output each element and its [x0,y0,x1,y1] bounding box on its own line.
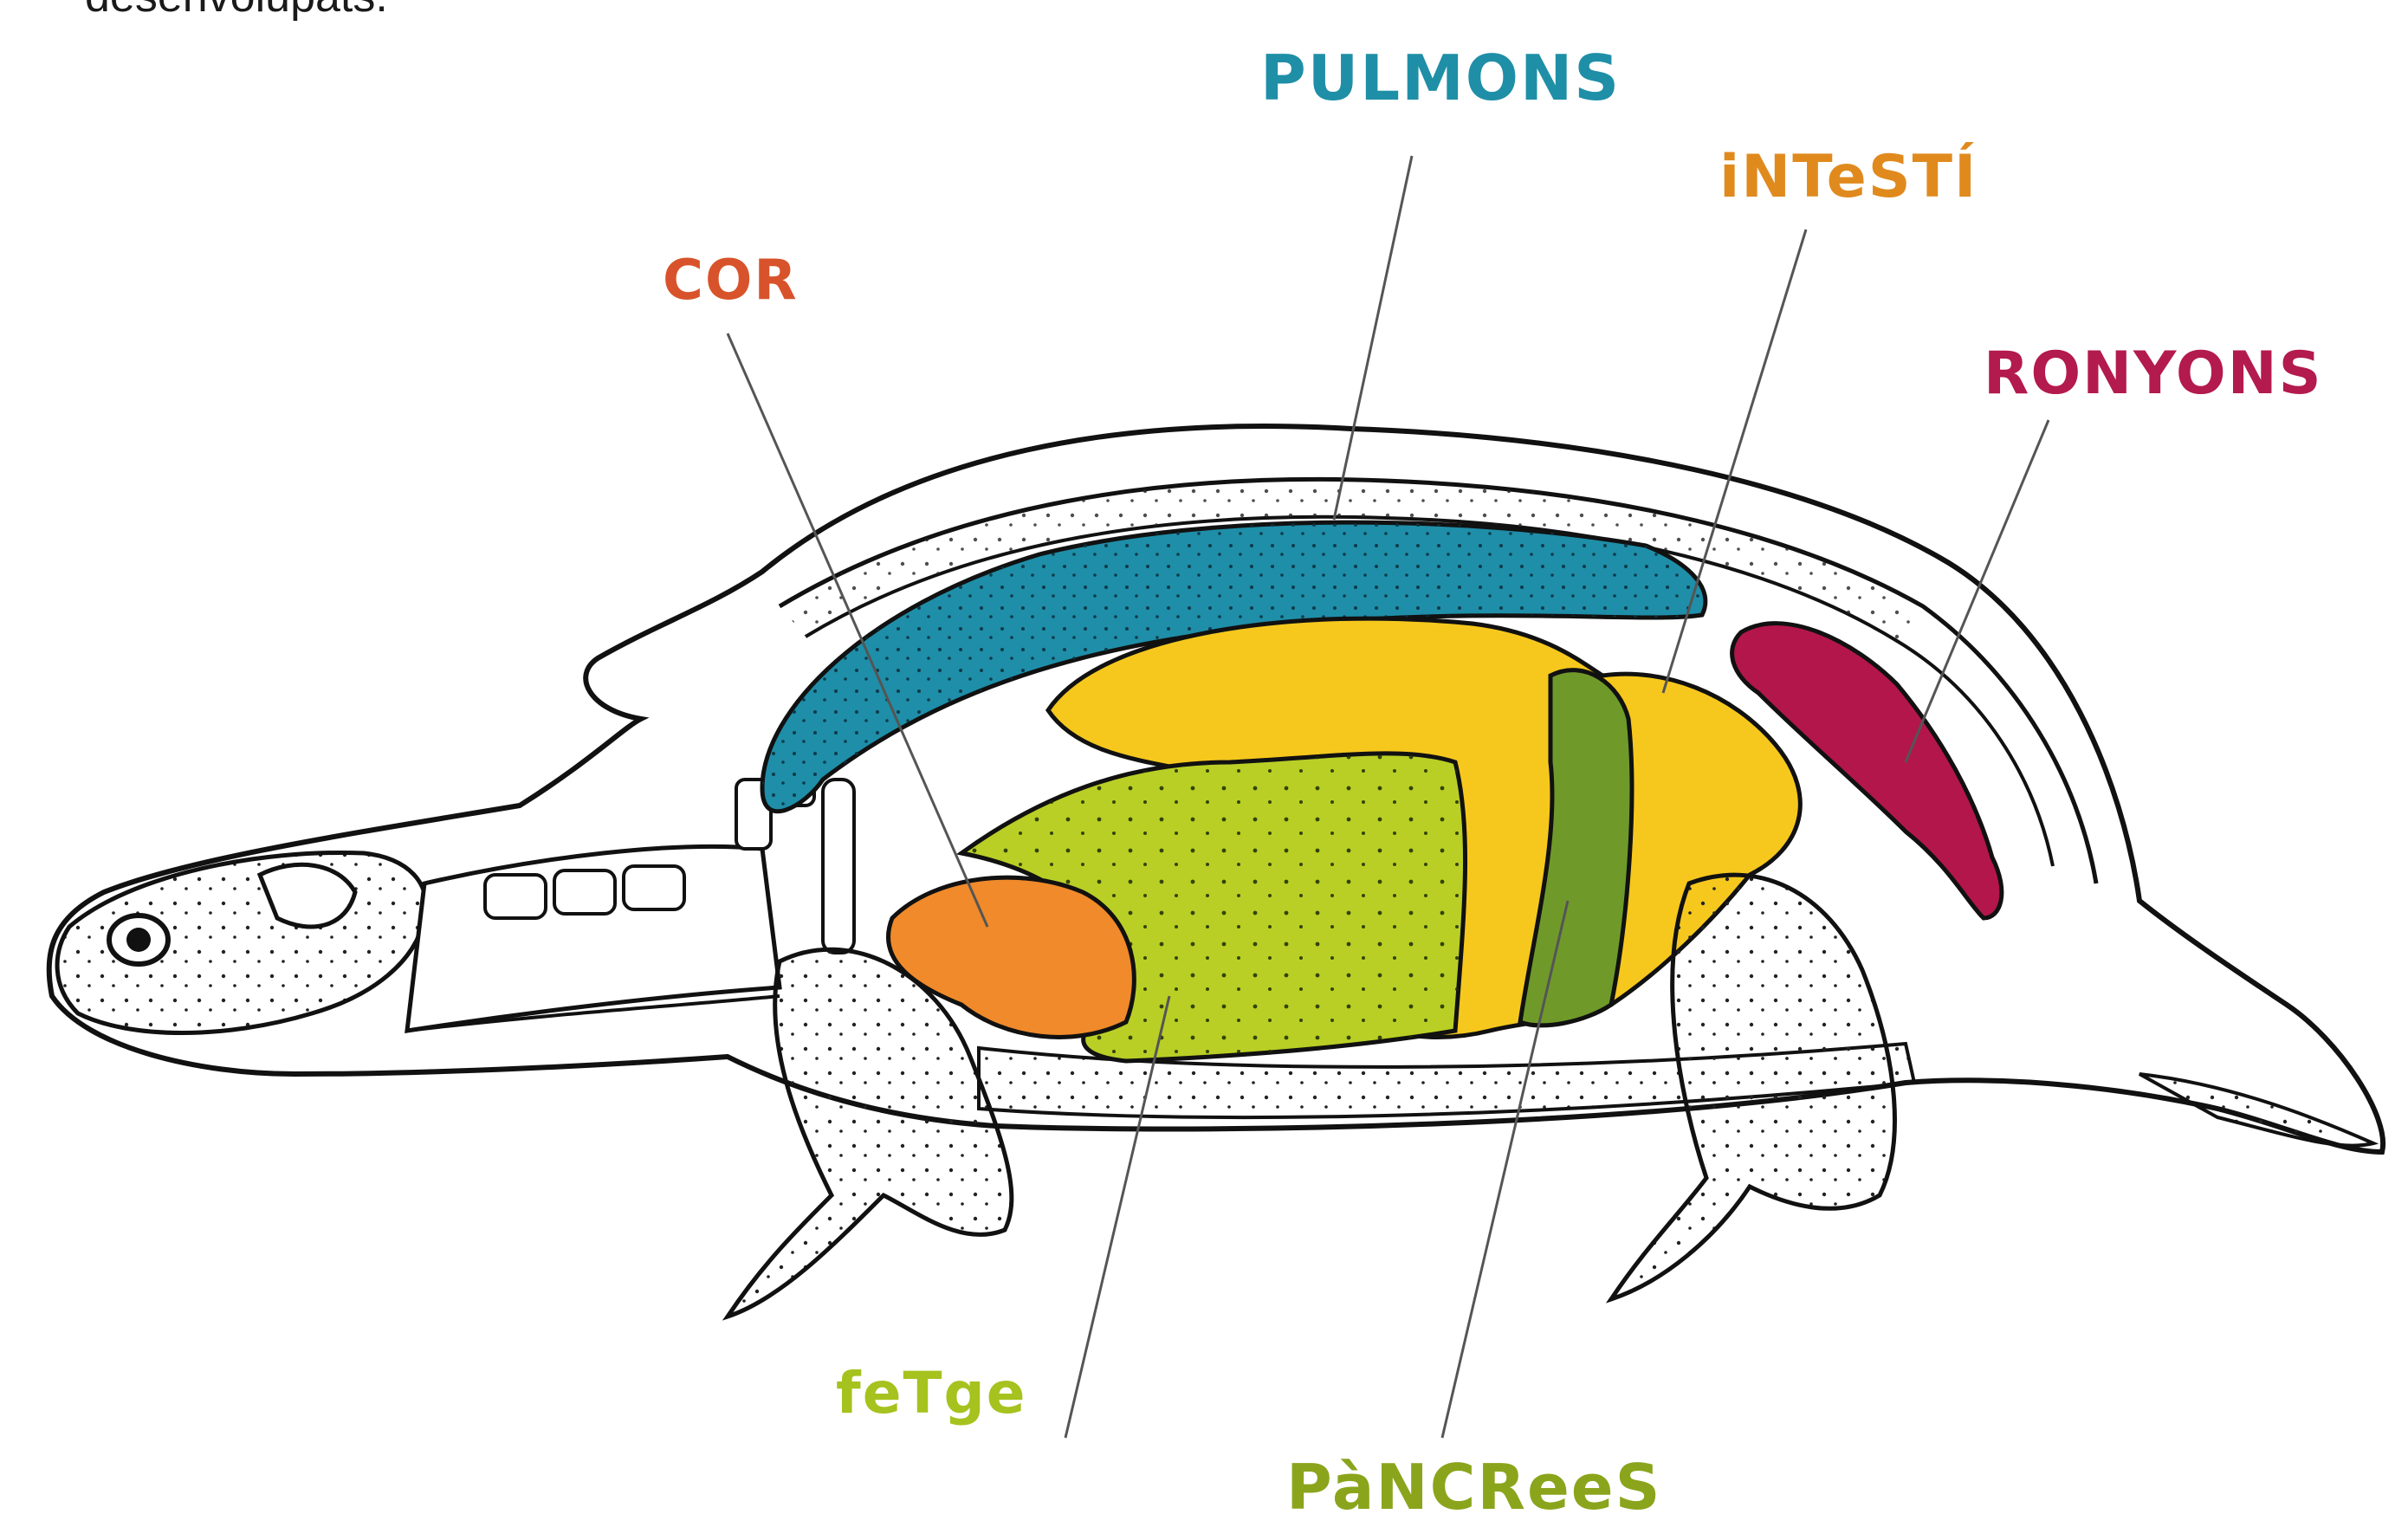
label-pancrees: PàNCReeS [1286,1451,1661,1524]
label-ronyons: RONYONS [1984,340,2323,408]
label-cor: COR [663,249,799,313]
label-intesti: iNTeSTÍ [1719,143,1978,211]
label-fetge: feTge [836,1360,1027,1427]
label-pulmons: PULMONS [1260,42,1621,114]
